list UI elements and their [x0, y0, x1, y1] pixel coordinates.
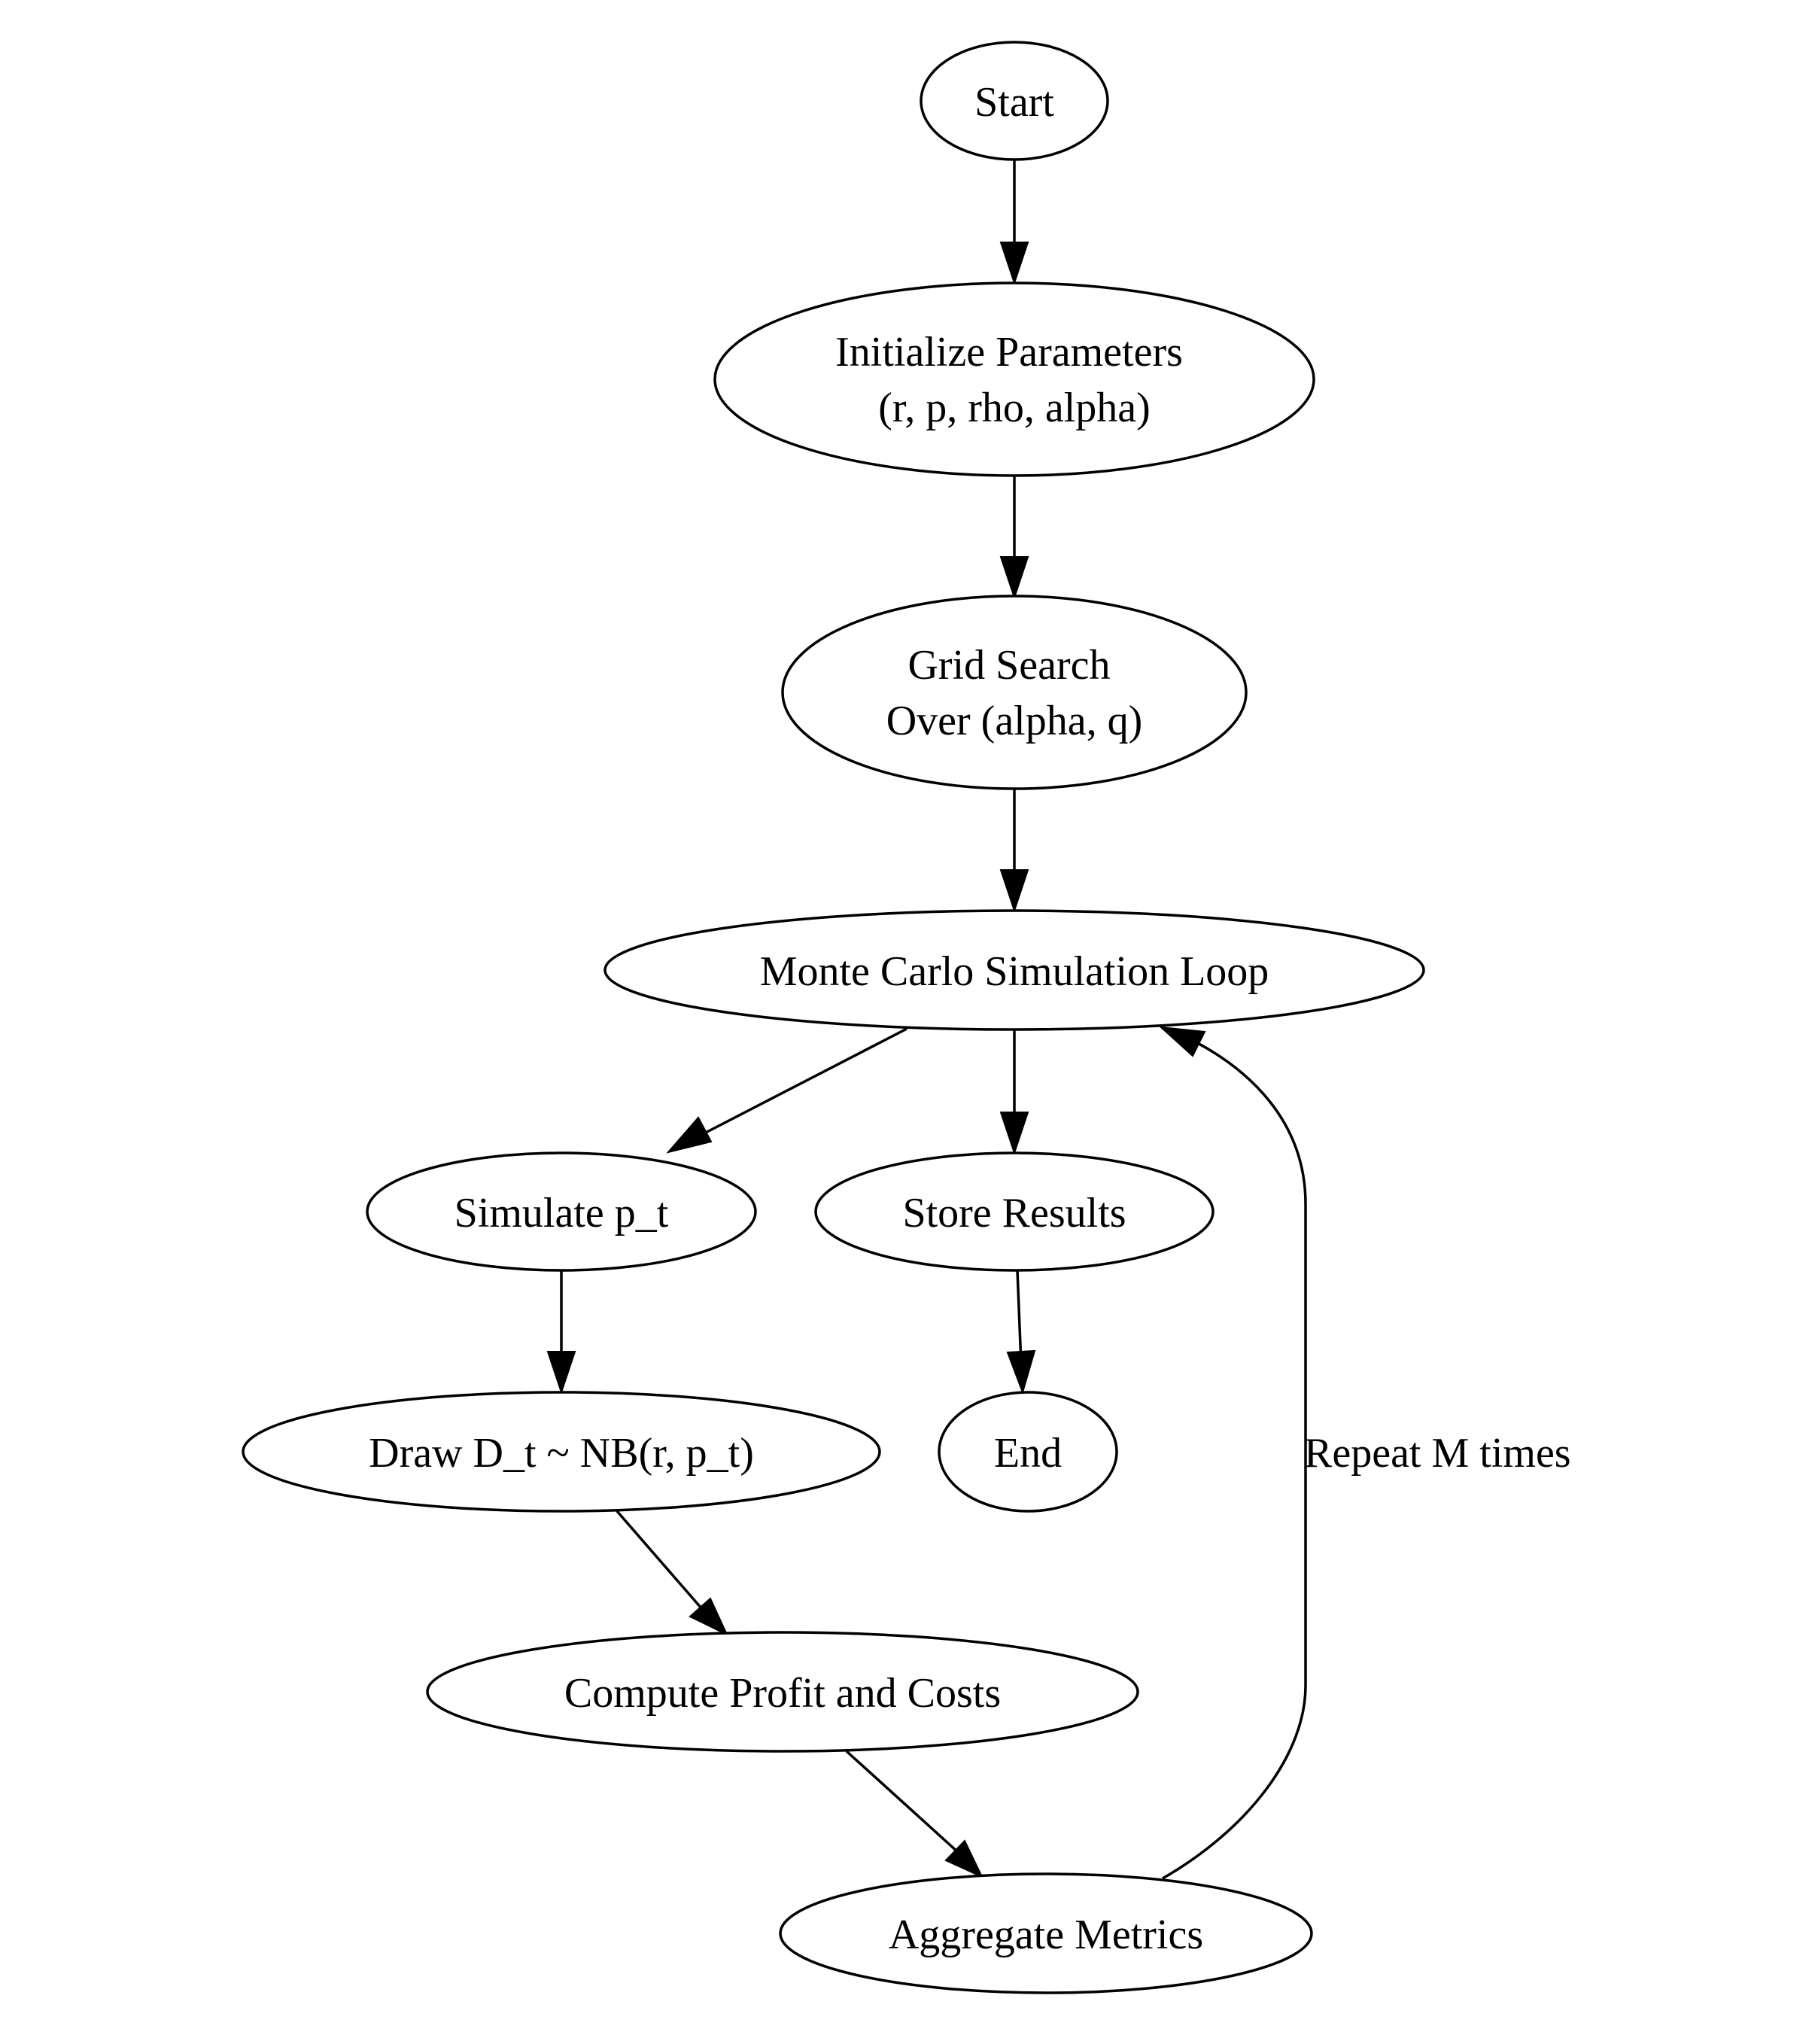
arrow-store-to-end [1006, 1349, 1036, 1395]
edge-agg-to-mc [1162, 1037, 1307, 1880]
label-compute: Compute Profit and Costs [564, 1670, 1001, 1717]
label-grid: Grid Search Over (alpha, q) [886, 642, 1143, 744]
node-labels: Start Initialize Parameters (r, p, rho, … [369, 79, 1269, 1958]
node-compute [426, 1631, 1139, 1753]
arrow-agg-to-mc [1159, 1026, 1206, 1057]
edge-label-repeat: Repeat M times [1304, 1430, 1571, 1477]
arrow-grid-to-mc [999, 869, 1029, 914]
edge-store-to-end [1016, 1270, 1023, 1364]
arrow-start-to-init [999, 242, 1029, 286]
arrow-init-to-grid [999, 556, 1029, 601]
node-store [814, 1151, 1215, 1272]
arrow-compute-to-agg [944, 1839, 984, 1879]
edge-mc-to-sim [699, 1027, 907, 1137]
node-grid [781, 595, 1248, 790]
label-mc: Monte Carlo Simulation Loop [760, 948, 1269, 995]
arrow-mc-to-sim [666, 1116, 713, 1154]
edge-compute-to-agg [845, 1750, 959, 1854]
arrow-mc-to-store [999, 1112, 1029, 1156]
label-init: Initialize Parameters (r, p, rho, alpha) [835, 329, 1193, 431]
edge-labels: Repeat M times [1304, 1430, 1571, 1477]
node-init [713, 281, 1315, 477]
arrow-draw-to-compute [689, 1597, 729, 1637]
nodes [242, 41, 1425, 1994]
label-start: Start [974, 79, 1054, 126]
arrow-sim-to-draw [546, 1351, 576, 1395]
node-start [920, 41, 1109, 161]
label-store: Store Results [902, 1190, 1126, 1236]
node-draw [242, 1391, 881, 1513]
label-end: End [994, 1430, 1062, 1477]
node-end [938, 1391, 1118, 1513]
edge-draw-to-compute [616, 1510, 704, 1611]
label-sim: Simulate p_t [454, 1190, 669, 1236]
node-agg [779, 1872, 1313, 1994]
node-mc [603, 909, 1425, 1031]
edges [546, 160, 1307, 1880]
node-sim [366, 1151, 757, 1272]
label-draw: Draw D_t ~ NB(r, p_t) [369, 1430, 754, 1477]
label-agg: Aggregate Metrics [889, 1912, 1203, 1958]
